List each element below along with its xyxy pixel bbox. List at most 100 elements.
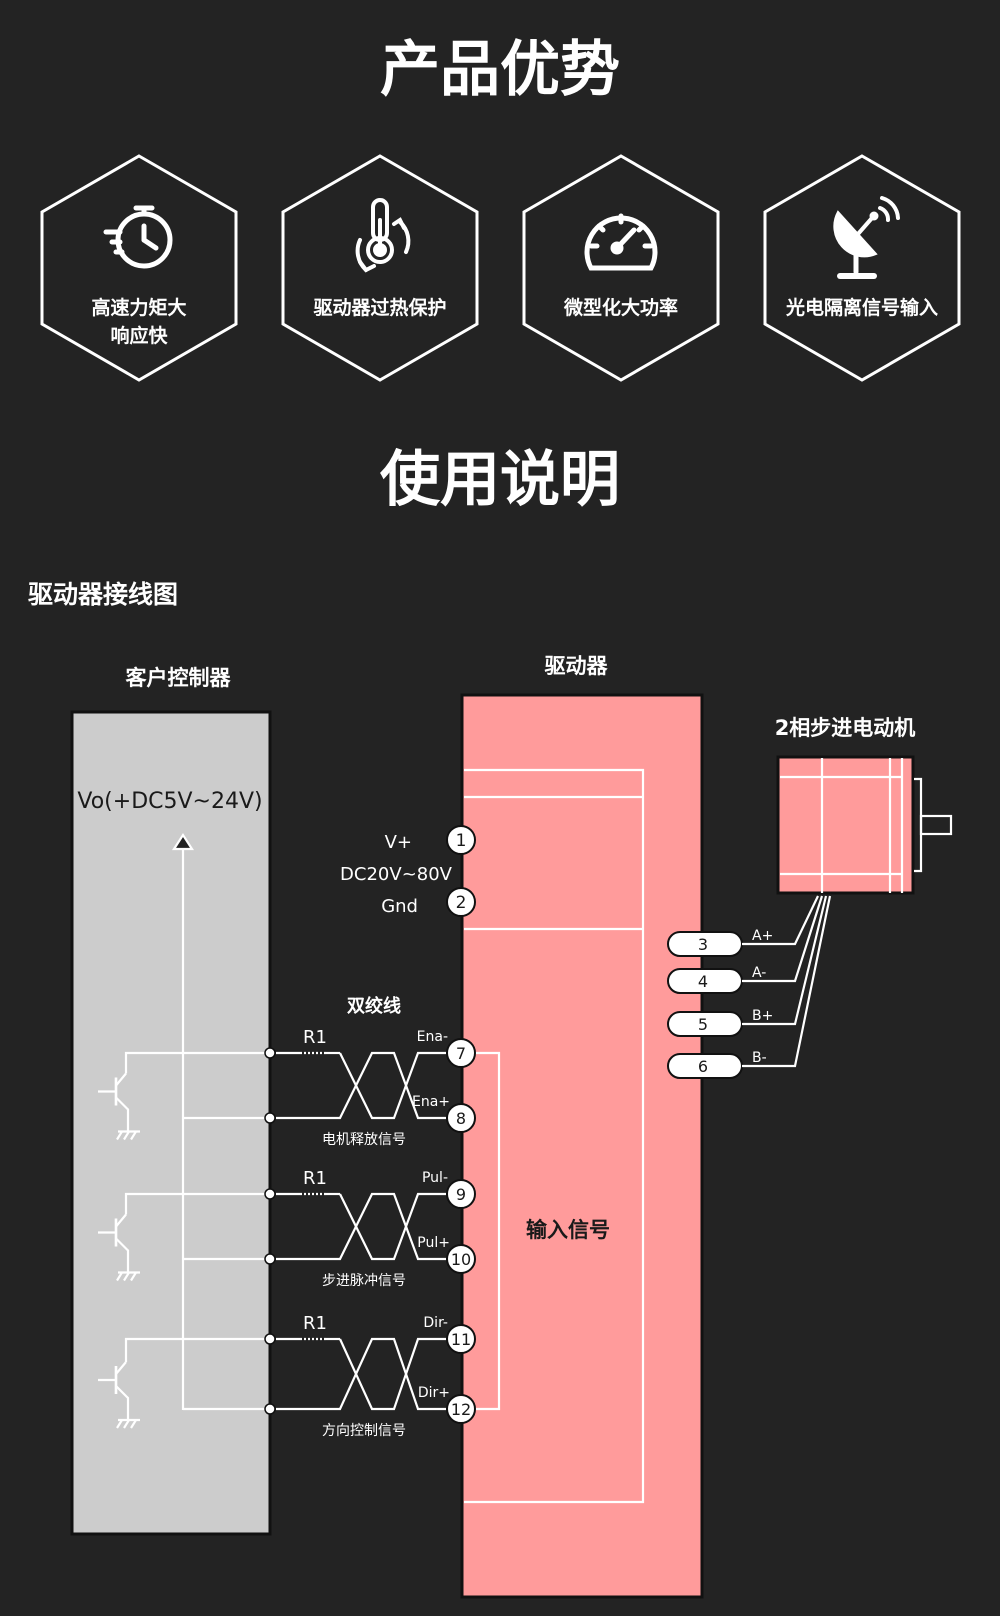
motor-title: 2相步进电动机 [775,716,916,740]
pin-number: 8 [456,1109,466,1128]
phase-wire [742,895,824,983]
motor-pin-4: 4 A- [667,895,824,994]
signal-group-0: R1 Ena- Ena+ 7 8 电机释放信号 [98,1027,476,1148]
motor-pin-6: 6 B- [667,895,832,1079]
motor-windings [780,758,904,893]
pin-number: 10 [451,1250,471,1269]
terminal-node [264,1047,276,1059]
neg-pin-label: Ena- [417,1029,448,1045]
terminal-node [264,1188,276,1200]
feature-card-power: 微型化大功率 [522,154,720,382]
pin-number: 3 [698,935,708,954]
feature-card-overheat: 驱动器过热保护 [281,154,479,382]
pin-number: 5 [698,1015,708,1034]
pin-number: 4 [698,972,708,991]
phase-label: B+ [752,1008,773,1024]
phase-wire [742,895,828,1026]
motor-shaft [914,777,953,873]
neg-pin-label: Pul- [422,1170,448,1186]
motor-pin-3: 3 A+ [667,895,819,957]
phase-label: A- [752,965,766,981]
pos-pin-label: Pul+ [417,1235,450,1251]
twisted-pair-label: 双绞线 [347,995,401,1017]
hexagon-frame [522,154,720,382]
feature-label-line2: 响应快 [110,324,168,347]
terminal-node [264,1112,276,1124]
supply-range-label: DC20V~80V [340,864,453,885]
ground-icon [116,1130,140,1141]
feature-label-line1: 高速力矩大 [91,296,186,319]
ground-icon [116,1418,140,1429]
driver-internal-loop [464,768,645,1504]
input-bus-bracket [472,1051,501,1411]
speedometer-icon [584,213,658,271]
driver-pin-8: 8 [446,1103,476,1133]
pin-number: 9 [456,1185,466,1204]
signal-caption: 步进脉冲信号 [322,1273,406,1289]
driver-pin-7: 7 [446,1038,476,1068]
pin-number: 6 [698,1057,708,1076]
resistor-label: R1 [303,1168,327,1189]
motor-pin-5: 5 B+ [667,895,828,1037]
twisted-pair-wire-a [338,1337,446,1411]
terminal-node [264,1403,276,1415]
thermometer-icon [355,198,411,273]
driver-pin-9: 9 [446,1179,476,1209]
phase-wire [742,895,832,1068]
driver-pin-11: 11 [446,1324,476,1354]
transistor-collector [115,1361,127,1375]
pin-number: 11 [451,1330,471,1349]
signal-caption: 方向控制信号 [322,1423,406,1439]
transistor-emitter [115,1237,130,1273]
phase-label: A+ [752,928,773,944]
gnd-label: Gnd [381,896,418,917]
driver-pin-2: 2 [446,887,476,917]
stopwatch-icon [103,205,173,269]
driver-box [460,693,704,1599]
ground-icon [116,1271,140,1282]
feature-label-line1: 光电隔离信号输入 [785,296,938,319]
neg-pin-label: Dir- [423,1315,448,1331]
controller-title: 客户控制器 [126,666,232,690]
hexagon-frame [40,154,238,382]
collector-wire [124,1337,270,1362]
pin-number: 1 [456,831,467,851]
driver-title: 驱动器 [545,654,609,678]
satellite-dish-icon [833,196,900,279]
usage-title: 使用说明 [380,445,620,515]
advantages-title: 产品优势 [380,35,620,105]
feature-label-line1: 驱动器过热保护 [313,296,446,319]
vplus-label: V+ [385,832,412,853]
twisted-pair-wire-b [276,1051,446,1120]
pin-number: 2 [456,893,467,913]
hexagon-frame [281,154,479,382]
driver-pin-12: 12 [446,1394,476,1424]
signal-caption: 电机释放信号 [322,1132,406,1148]
feature-label-line1: 微型化大功率 [563,296,678,319]
signal-group-1: R1 Pul- Pul+ 9 10 步进脉冲信号 [98,1168,476,1289]
transistor-emitter [115,1385,130,1420]
pin-number: 12 [451,1400,471,1419]
phase-wire [742,895,819,946]
wiring-title: 驱动器接线图 [28,580,178,609]
collector-wire [124,1051,270,1074]
resistor-label: R1 [303,1027,327,1048]
terminal-node [264,1253,276,1265]
transistor-emitter [115,1096,130,1132]
terminal-node [264,1333,276,1345]
twisted-pair-wire-a [339,1051,446,1120]
driver-pin-10: 10 [446,1244,476,1274]
twisted-pair-wire-a [339,1192,446,1261]
input-signal-label: 输入信号 [526,1218,610,1242]
pos-pin-label: Ena+ [412,1094,450,1110]
phase-label: B- [752,1050,767,1066]
supply-rail [171,832,195,1410]
driver-pin-1: 1 [446,825,476,855]
feature-card-speed: 高速力矩大 响应快 [40,154,238,382]
controller-box [70,710,272,1536]
pin-number: 7 [456,1044,466,1063]
motor-pins: 3 A+ 4 A- 5 B+ 6 B- [667,895,832,1079]
